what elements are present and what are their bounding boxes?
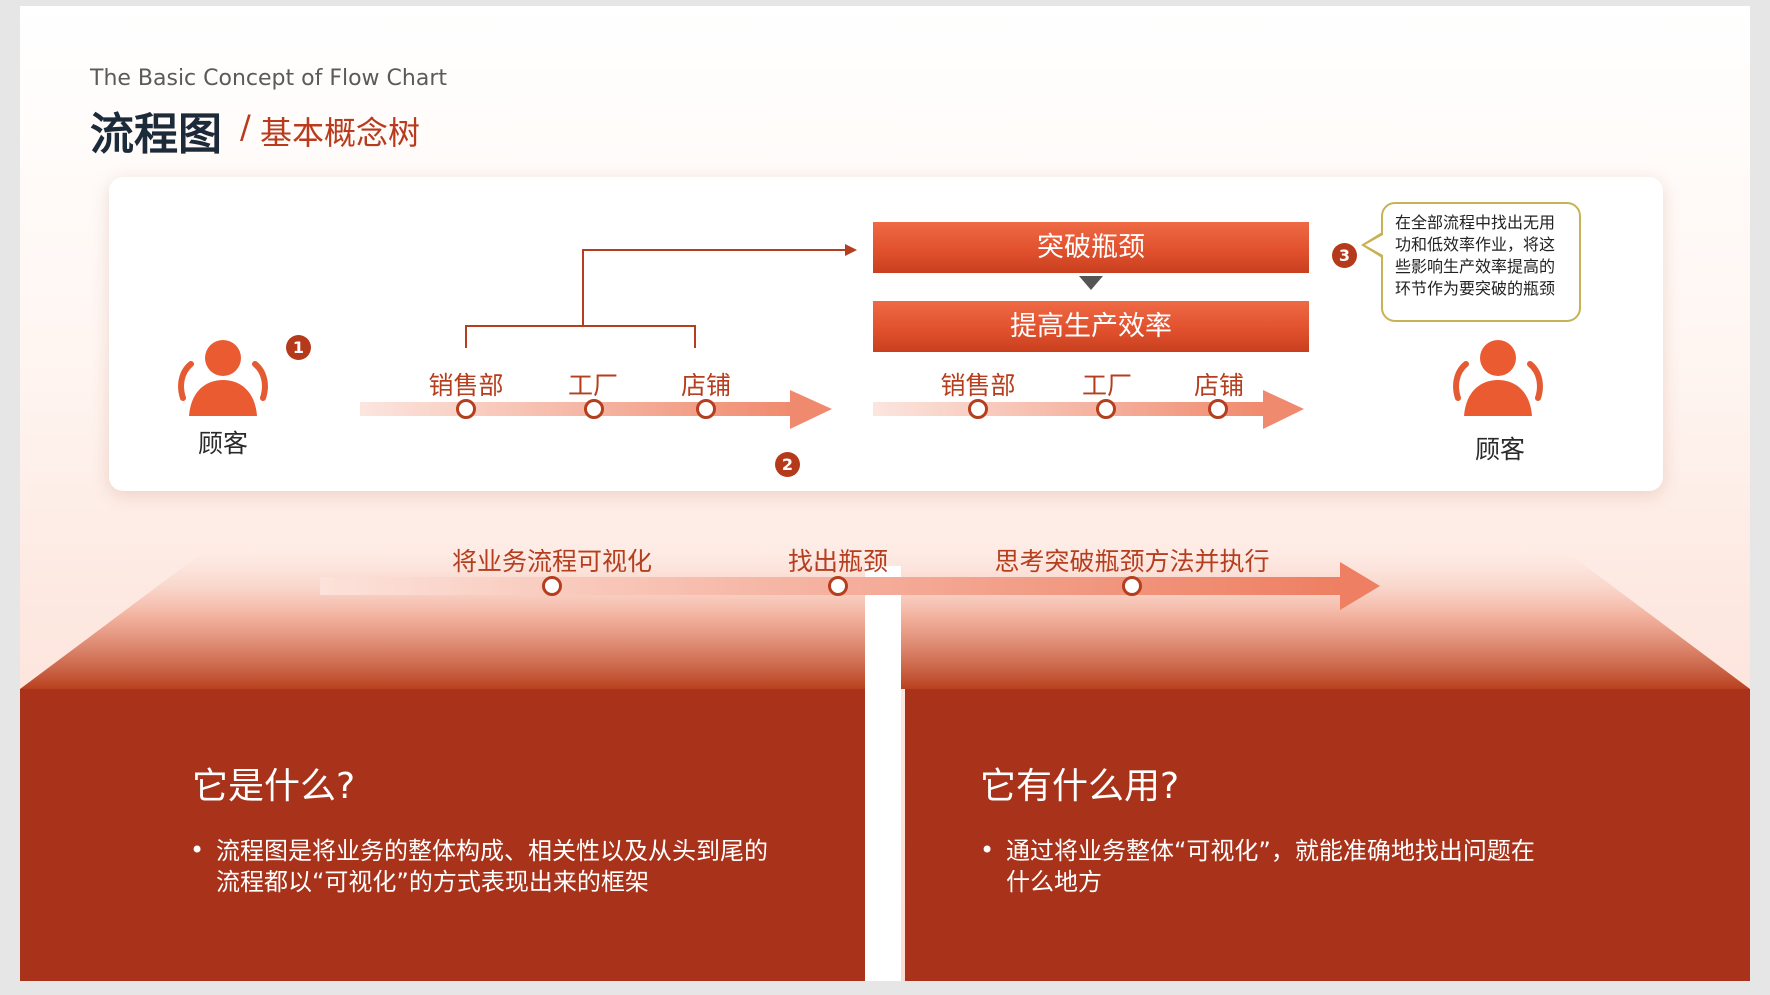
customer-right-label: 顾客 bbox=[1474, 435, 1526, 464]
customer-left-label: 顾客 bbox=[197, 429, 249, 458]
after-step-store: 店铺 bbox=[1193, 371, 1245, 400]
panel-use-line: 什么地方 bbox=[1006, 868, 1102, 896]
before-step-store: 店铺 bbox=[680, 371, 732, 400]
callout-line: 些影响生产效率提高的 bbox=[1395, 257, 1556, 276]
timeline-node bbox=[828, 576, 848, 596]
flow-node bbox=[1208, 399, 1228, 419]
callout-line: 在全部流程中找出无用 bbox=[1395, 213, 1556, 232]
flow-node bbox=[456, 399, 476, 419]
bracket-connector bbox=[465, 249, 845, 348]
panel-what-line: 流程都以“可视化”的方式表现出来的框架 bbox=[216, 868, 649, 896]
callout-tail-inner bbox=[1365, 235, 1383, 255]
subtitle-en: The Basic Concept of Flow Chart bbox=[90, 66, 447, 91]
flow-node bbox=[1096, 399, 1116, 419]
panel-use-line: 通过将业务整体“可视化”，就能准确地找出问题在 bbox=[1006, 837, 1535, 865]
timeline-step-find-bottleneck: 找出瓶颈 bbox=[787, 547, 889, 576]
callout-line: 功和低效率作业，将这 bbox=[1395, 235, 1556, 254]
timeline-step-visualize: 将业务流程可视化 bbox=[451, 547, 653, 576]
after-step-factory: 工厂 bbox=[1081, 371, 1133, 400]
timeline-node bbox=[1122, 576, 1142, 596]
before-step-sales: 销售部 bbox=[428, 371, 504, 400]
panel-what-line: 流程图是将业务的整体构成、相关性以及从头到尾的 bbox=[216, 837, 768, 865]
panel-what-title: 它是什么? bbox=[192, 766, 356, 807]
panel-what-text: 流程图是将业务的整体构成、相关性以及从头到尾的 流程都以“可视化”的方式表现出来… bbox=[216, 836, 856, 898]
callout-line: 环节作为要突破的瓶颈 bbox=[1395, 279, 1556, 298]
page-title: 流程图 bbox=[90, 109, 222, 160]
callout-bubble: 在全部流程中找出无用 功和低效率作业，将这 些影响生产效率提高的 环节作为要突破… bbox=[1381, 202, 1581, 322]
timeline-step-execute: 思考突破瓶颈方法并执行 bbox=[994, 547, 1270, 576]
timeline-node bbox=[542, 576, 562, 596]
flow-node bbox=[584, 399, 604, 419]
step-badge-1: 1 bbox=[286, 335, 311, 360]
panel-use-title: 它有什么用? bbox=[980, 766, 1180, 807]
bullet-dot: • bbox=[190, 836, 205, 864]
flow-node bbox=[696, 399, 716, 419]
customer-group-icon bbox=[1453, 340, 1543, 416]
step-badge-3: 3 bbox=[1332, 243, 1357, 268]
page-subtitle: 基本概念树 bbox=[260, 114, 421, 152]
banner-improve-efficiency: 提高生产效率 bbox=[873, 301, 1309, 352]
step-badge-2: 2 bbox=[775, 452, 800, 477]
bullet-dot: • bbox=[980, 836, 995, 864]
panel-use-text: 通过将业务整体“可视化”，就能准确地找出问题在 什么地方 bbox=[1006, 836, 1646, 898]
arrow-head-icon bbox=[845, 244, 857, 256]
slide: The Basic Concept of Flow Chart 流程图 / 基本… bbox=[20, 6, 1750, 981]
banner-break-bottleneck: 突破瓶颈 bbox=[873, 222, 1309, 273]
before-step-factory: 工厂 bbox=[567, 371, 619, 400]
panel-use: 它有什么用? • 通过将业务整体“可视化”，就能准确地找出问题在 什么地方 bbox=[905, 689, 1750, 981]
panel-what: 它是什么? • 流程图是将业务的整体构成、相关性以及从头到尾的 流程都以“可视化… bbox=[20, 689, 865, 981]
title-separator: / bbox=[240, 108, 251, 146]
triangle-down-icon bbox=[1079, 276, 1103, 290]
flow-node bbox=[968, 399, 988, 419]
after-step-sales: 销售部 bbox=[940, 371, 1016, 400]
customer-group-icon bbox=[178, 340, 268, 416]
